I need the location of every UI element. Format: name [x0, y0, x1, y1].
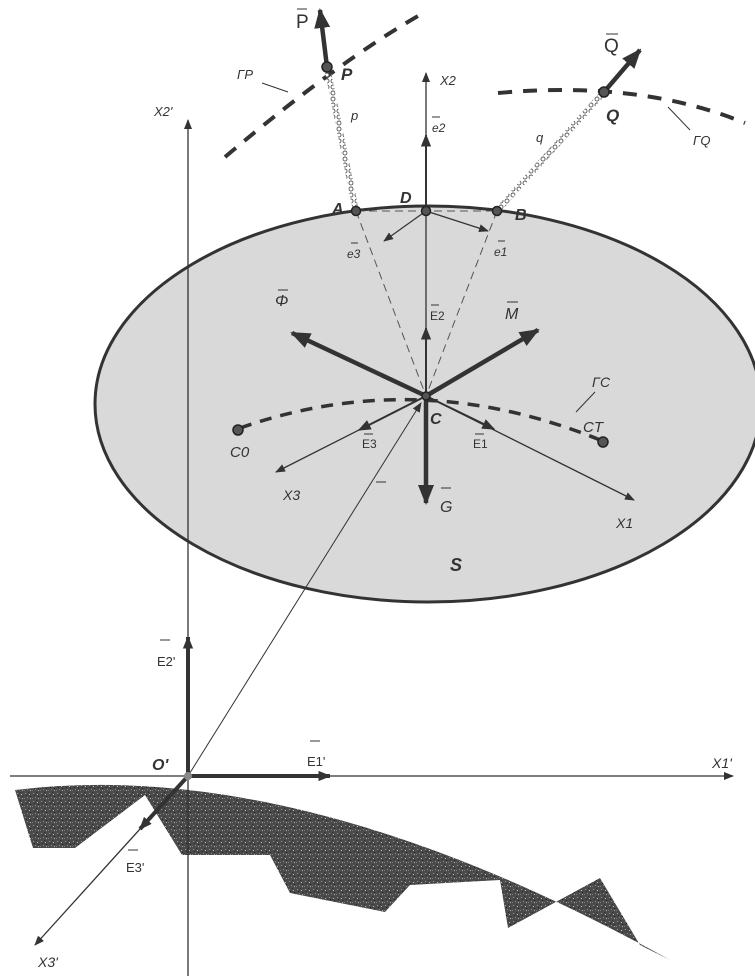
label-c: C: [430, 411, 442, 428]
label-gamma-q: ΓQ: [693, 133, 711, 148]
leader-gamma-q: [667, 106, 691, 131]
vector-e3-body: [357, 395, 427, 431]
point-ct: [597, 436, 609, 448]
label-p-point: P: [341, 65, 353, 84]
point-d: [420, 205, 432, 217]
label-e1-prime: E1': [307, 754, 325, 769]
trajectory-gamma-c: [239, 397, 606, 444]
vector-e3-local: [383, 210, 427, 242]
label-phi: Φ: [275, 293, 288, 310]
dashed-line-ac: [355, 210, 427, 397]
label-e2-body: E2: [430, 309, 445, 323]
label-e3-local: e3: [347, 247, 361, 261]
label-a: A: [331, 201, 344, 218]
force-p: [314, 8, 331, 68]
label-d: D: [400, 190, 412, 207]
force-q: [602, 48, 642, 94]
label-x3: X3: [282, 487, 300, 503]
label-e2-prime: E2': [157, 654, 175, 669]
vector-phi: [290, 330, 427, 399]
vector-e1-local: [425, 210, 489, 233]
vector-e3-prime: [138, 774, 190, 831]
label-ct: CT: [583, 419, 605, 436]
vector-m: [424, 328, 540, 398]
label-p-rope: p: [350, 108, 358, 123]
point-c0: [232, 424, 244, 436]
label-m: M: [505, 306, 519, 323]
label-gamma-p: ΓP: [237, 67, 253, 82]
label-x3-prime: X3': [37, 954, 59, 970]
label-e2-local: e2: [432, 121, 446, 135]
label-gamma-c: ΓC: [592, 374, 611, 390]
point-c: [421, 391, 431, 401]
label-c0: C0: [230, 444, 250, 461]
label-q-vector: Q: [604, 36, 619, 57]
rope-p: [324, 66, 359, 212]
label-x1-prime: X1': [711, 755, 733, 771]
ground-surface: [15, 784, 670, 960]
dashed-line-bc: [425, 210, 498, 397]
label-x2: X2: [439, 73, 457, 88]
label-s: S: [450, 555, 462, 575]
point-o-prime: [184, 772, 192, 780]
label-p-vector: P: [296, 12, 309, 33]
point-a: [350, 205, 362, 217]
label-g: G: [440, 499, 452, 516]
point-q: [598, 86, 610, 98]
label-q-point: Q: [606, 106, 619, 125]
label-q-rope: q: [536, 130, 544, 145]
vector-e1-body: [425, 395, 496, 430]
point-b: [491, 205, 503, 217]
trajectory-gamma-p: [223, 10, 426, 159]
label-e1-body: E1: [473, 437, 488, 451]
position-vector-x: [187, 402, 422, 777]
label-e1-local: e1: [494, 245, 507, 259]
trajectory-gamma-q: [497, 88, 746, 125]
label-x2-prime: X2': [153, 104, 173, 119]
label-e3-body: E3: [362, 437, 377, 451]
leader-gamma-p: [261, 82, 289, 93]
label-x1: X1: [615, 515, 633, 531]
label-b: B: [515, 207, 527, 224]
vector-label-accents: [128, 8, 618, 851]
leader-gamma-c: [575, 391, 596, 413]
label-o-prime: O': [152, 757, 169, 774]
rope-q: [494, 89, 607, 214]
label-e3-prime: E3': [126, 860, 144, 875]
point-p: [321, 61, 333, 73]
